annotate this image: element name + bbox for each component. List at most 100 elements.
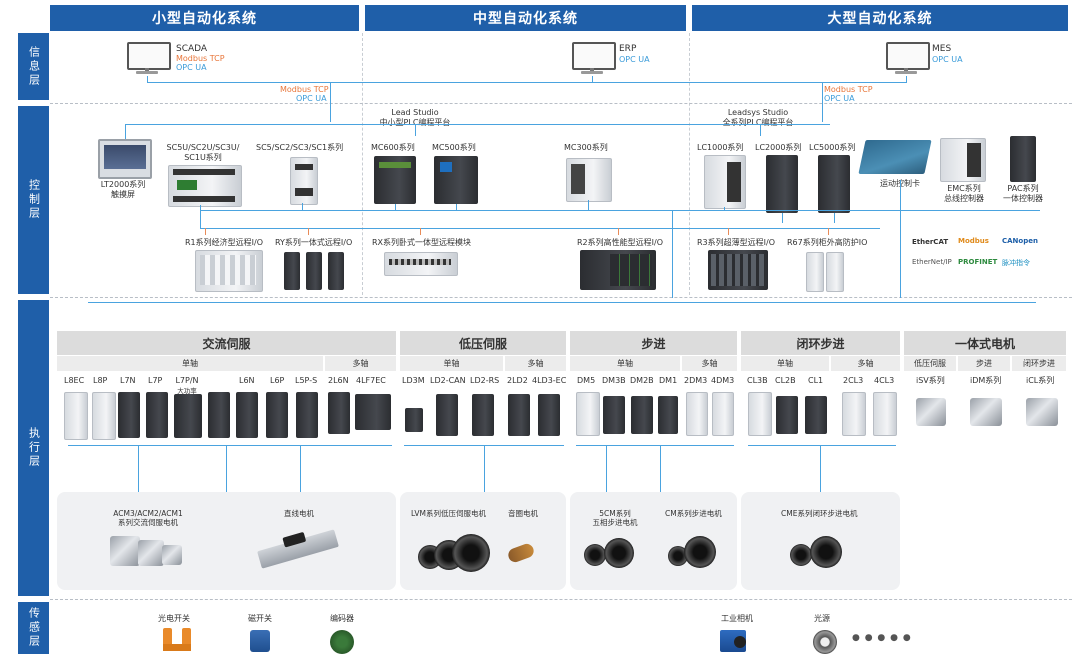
io-tick: [618, 228, 619, 235]
layer-sensor: 传感层: [18, 602, 49, 654]
emc-label: EMC系列 总线控制器: [935, 184, 993, 204]
monitor-icon: [127, 42, 171, 72]
drive-bus-cl: [748, 445, 896, 446]
model-label: CL2B: [775, 376, 796, 385]
industrial-camera: [720, 630, 746, 652]
model-label: 4LF7EC: [356, 376, 386, 385]
int-sub-closed-stepper: 闭环步进: [1012, 356, 1066, 371]
integrated-motor-idm: [970, 398, 1002, 426]
link-line: [484, 445, 485, 492]
acm-motor-small: [162, 545, 182, 565]
model-label: 4LD3-EC: [532, 376, 567, 385]
lvm-motor-large: [452, 534, 490, 572]
section-stepper: 步进: [570, 331, 737, 355]
section-integrated-motor: 一体式电机: [904, 331, 1066, 355]
header-small-automation: 小型自动化系统: [50, 5, 359, 31]
int-sub-lv-servo: 低压伺服: [904, 356, 956, 371]
drive-dm3b: [603, 396, 625, 434]
pac-label: PAC系列 一体控制器: [996, 184, 1050, 204]
link-line: [760, 124, 761, 136]
link-line: [820, 445, 821, 492]
acm-motor-large: [110, 536, 140, 566]
drive-l7n: [118, 392, 140, 438]
cm-motor-large: [684, 536, 716, 568]
scada-protocol-opcua: OPC UA: [176, 63, 207, 72]
lv-multi-axis: 多轴: [505, 356, 566, 371]
cm-motor-label: CM系列步进电机: [665, 509, 722, 518]
cm5-title: 5CM系列: [599, 509, 631, 518]
drive-l7pn-2: [208, 392, 230, 438]
r67-io-label: R67系列柜外高防护IO: [787, 238, 868, 247]
acm-title: ACM3/ACM2/ACM1: [113, 509, 183, 518]
model-label: DM5: [577, 376, 596, 385]
section-lv-servo: 低压伺服: [400, 331, 566, 355]
monitor-stand: [136, 71, 158, 74]
link-line: [200, 205, 201, 210]
pac-controller: [1010, 136, 1036, 182]
mc500-plc: [434, 156, 478, 204]
lc1000-label: LC1000系列: [697, 143, 744, 152]
lc2000-plc: [766, 155, 798, 213]
drive-dm2b: [631, 396, 653, 434]
drive-bus-ac: [68, 445, 392, 446]
rx-io-label: RX系列卧式一体型远程模块: [372, 238, 472, 247]
model-label: L6N: [239, 376, 255, 385]
layer-control: 控制层: [18, 106, 49, 294]
mc600-plc: [374, 156, 416, 204]
st-multi-axis: 多轴: [682, 356, 737, 371]
drive-l8p: [92, 392, 116, 440]
encoder-label: 编码器: [330, 614, 354, 623]
io-tick: [420, 228, 421, 235]
r2-io-label: R2系列高性能型远程I/O: [577, 238, 663, 247]
drive-4ld3-ec: [538, 394, 560, 436]
monitor-stand: [581, 71, 603, 74]
cm5-motor-large: [604, 538, 634, 568]
r1-io-label: R1系列经济型远程I/O: [185, 238, 263, 247]
voice-coil-label: 音圈电机: [508, 509, 538, 518]
drive-4cl3: [873, 392, 897, 436]
model-label: DM2B: [630, 376, 654, 385]
drive-bus-st: [576, 445, 734, 446]
r3-io-label: R3系列超薄型远程I/O: [697, 238, 775, 247]
link-line: [606, 445, 607, 492]
leadsys-studio-subtitle: 全系列PLC编程平台: [722, 118, 794, 127]
link-line: [900, 210, 901, 298]
industrial-camera-label: 工业相机: [721, 614, 753, 623]
lead-studio-subtitle: 中小型PLC编程平台: [379, 118, 451, 127]
photoelectric-switch-label: 光电开关: [158, 614, 190, 623]
link-line: [415, 124, 416, 136]
separator: [50, 297, 1072, 298]
drive-2cl3: [842, 392, 866, 436]
model-label: L7P/N: [175, 376, 199, 385]
magnetic-switch: [250, 630, 270, 652]
integrated-motor-isv: [916, 398, 946, 426]
model-label: L8P: [93, 376, 108, 385]
rx-io-module: [384, 252, 458, 276]
ethercat-logo: EtherCAT: [912, 238, 949, 246]
mc500-label: MC500系列: [432, 143, 476, 152]
model-label: 2CL3: [843, 376, 864, 385]
st-single-axis: 单轴: [570, 356, 680, 371]
drive-ld3m: [405, 408, 423, 432]
model-label: iCL系列: [1026, 376, 1055, 385]
link-line: [200, 210, 201, 228]
drive-l5ps: [296, 392, 318, 438]
header-large-automation: 大型自动化系统: [692, 5, 1068, 31]
model-label: 4DM3: [711, 376, 735, 385]
model-label: iDM系列: [970, 376, 1002, 385]
lt2000-title: LT2000系列: [100, 180, 146, 189]
link-left-opcua: OPC UA: [296, 94, 327, 103]
lead-studio-title: Lead Studio: [391, 108, 439, 117]
drive-ld2-rs: [472, 394, 494, 436]
cm-motor-small: [668, 546, 688, 566]
model-label: DM3B: [602, 376, 626, 385]
acm-subtitle: 系列交流伺服电机: [118, 518, 178, 527]
drive-dm1: [658, 396, 678, 434]
link-line: [588, 200, 589, 210]
drive-2ld2: [508, 394, 530, 436]
acm-motor-medium: [138, 540, 164, 566]
link-line: [900, 180, 901, 210]
ry-io-module: [306, 252, 322, 290]
separator: [50, 599, 1072, 600]
studio-bus-line: [125, 124, 830, 125]
